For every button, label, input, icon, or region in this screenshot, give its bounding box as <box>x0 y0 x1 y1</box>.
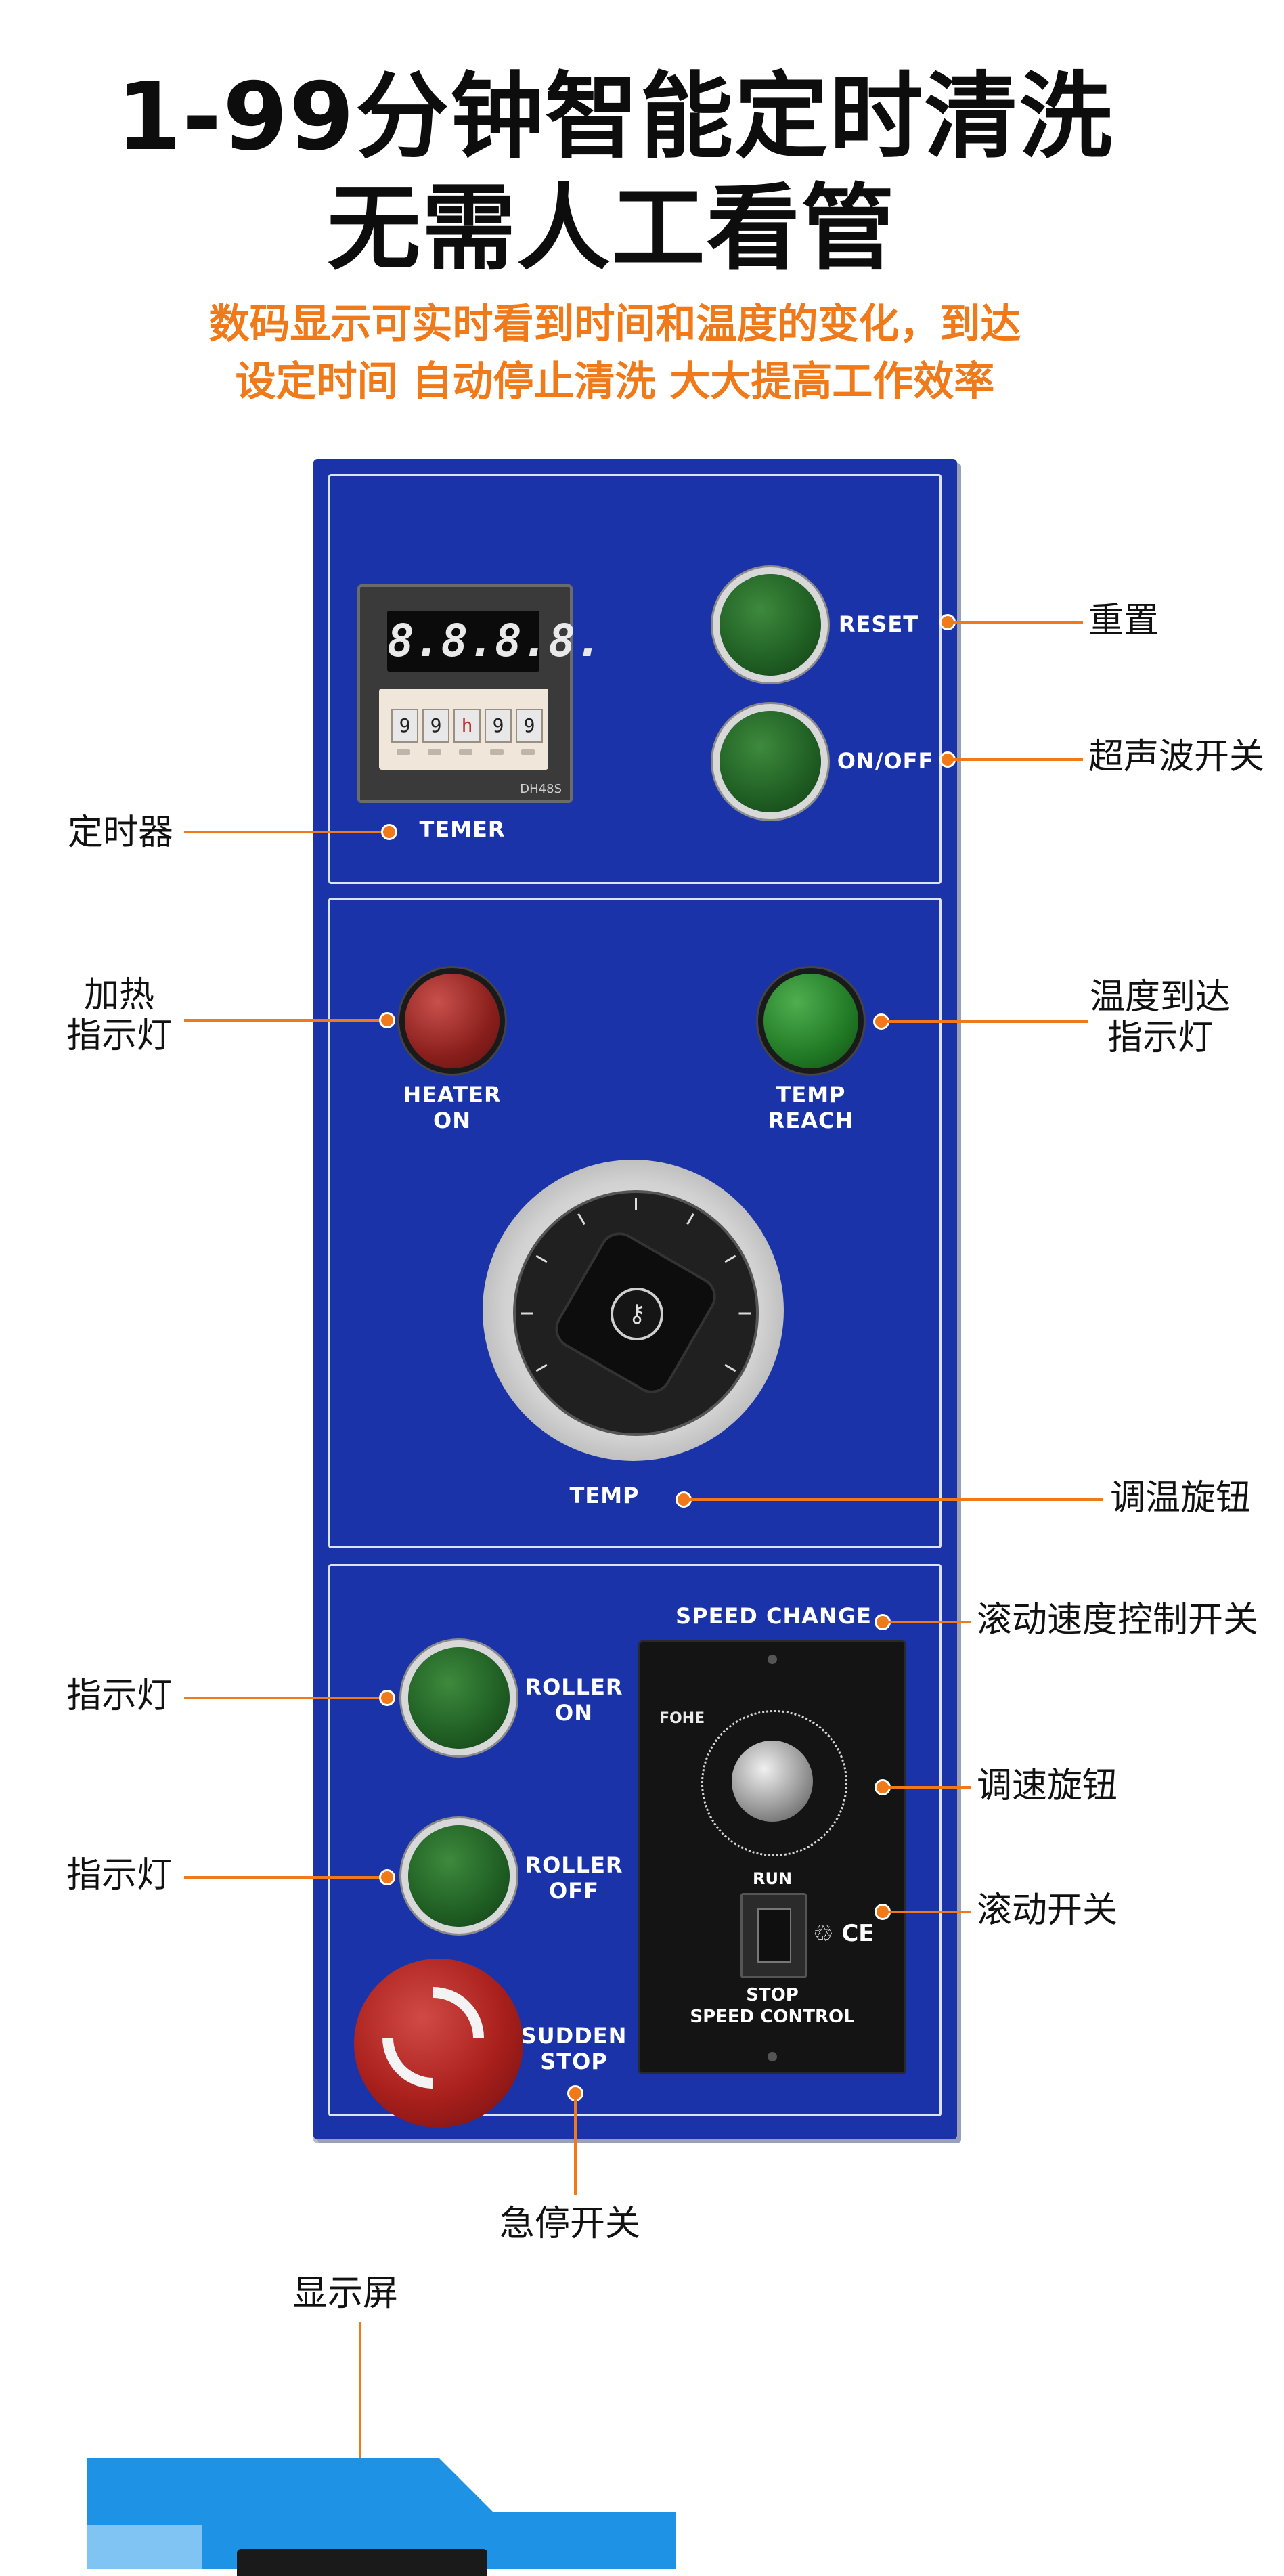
subtitle-line-1: 数码显示可实时看到时间和温度的变化，到达 <box>208 301 1021 348</box>
callout-line <box>184 1019 387 1022</box>
panel-section-temperature <box>328 898 942 1548</box>
callout-line <box>684 1498 1103 1501</box>
callout-speed-knob: 调速旋钮 <box>977 1766 1118 1806</box>
reset-label: RESET <box>838 611 919 637</box>
callout-dot <box>379 1690 395 1706</box>
digital-timer: 8.8.8.8. 9 9 h 9 9 DH48S <box>357 584 602 803</box>
callout-heating-light: 加热 指示灯 <box>66 975 173 1056</box>
heater-indicator-lamp <box>405 974 500 1068</box>
heater-on-label: HEATER ON <box>403 1082 502 1133</box>
callout-temp-knob: 调温旋钮 <box>1110 1478 1252 1519</box>
headline-line-2: 无需人工看管 <box>327 174 896 283</box>
machine-display-screen <box>237 2549 487 2576</box>
sudden-stop-label: SUDDEN STOP <box>521 2023 627 2074</box>
rocker-switch[interactable] <box>757 1908 791 1963</box>
temp-label: TEMP <box>569 1483 640 1508</box>
callout-display: 显示屏 <box>292 2273 399 2314</box>
panel-section-roller <box>328 1564 942 2116</box>
thumbwheel-digit[interactable]: 9 <box>516 709 543 743</box>
callout-roller-speed-switch: 滚动速度控制开关 <box>977 1600 1259 1640</box>
stop-speed-control-label: STOP SPEED CONTROL <box>690 1985 855 2027</box>
callout-line <box>184 831 391 833</box>
panel-section-timer <box>328 474 942 884</box>
temperature-knob[interactable]: ⚷ <box>483 1160 784 1461</box>
timer-display: 8.8.8.8. <box>387 611 602 672</box>
temp-reach-label: TEMP REACH <box>768 1082 854 1133</box>
control-panel: 8.8.8.8. 9 9 h 9 9 DH48S TEMER RESET ON/… <box>313 459 957 2139</box>
speed-dial-scale <box>701 1710 847 1856</box>
speed-controller: FOHE RUN ♲ CE STOP SPEED CONTROL <box>638 1640 906 2074</box>
callout-temp-reach-light: 温度到达 指示灯 <box>1090 977 1231 1058</box>
timer-thumbwheels: 9 9 h 9 9 <box>379 689 548 770</box>
callout-line <box>184 1697 387 1699</box>
key-icon: ⚷ <box>611 1288 663 1340</box>
callout-line <box>881 1020 1088 1023</box>
callout-estop: 急停开关 <box>500 2204 641 2244</box>
emergency-stop-button[interactable] <box>354 1959 523 2128</box>
ce-mark: ♲ CE <box>813 1920 875 1947</box>
callout-line <box>948 621 1083 624</box>
callout-line <box>574 2093 577 2195</box>
speed-controller-brand: FOHE <box>659 1710 705 1727</box>
callout-line <box>359 2322 361 2569</box>
ultrasonic-onoff-button[interactable] <box>720 711 821 812</box>
thumbwheel-digit[interactable]: 9 <box>485 709 512 743</box>
callout-timer: 定时器 <box>68 812 174 853</box>
callout-reset: 重置 <box>1088 601 1159 641</box>
reset-button[interactable] <box>720 574 821 676</box>
thumbwheel-digit[interactable]: h <box>453 709 481 743</box>
roller-on-indicator <box>408 1647 510 1749</box>
temperature-dial-face: ⚷ <box>513 1190 759 1436</box>
callout-ultrasonic: 超声波开关 <box>1088 737 1265 777</box>
roller-on-label: ROLLER ON <box>525 1674 623 1726</box>
thumbwheel-digit[interactable]: 9 <box>422 709 449 743</box>
callout-indicator-2: 指示灯 <box>66 1855 173 1896</box>
callout-indicator-1: 指示灯 <box>66 1676 173 1716</box>
subtitle-line-2: 设定时间 自动停止清洗 大大提高工作效率 <box>235 358 995 406</box>
roller-switch[interactable] <box>740 1893 807 1978</box>
callout-dot <box>379 1869 395 1885</box>
rotate-arrows-icon <box>361 1965 506 2110</box>
temp-reach-indicator-lamp <box>763 974 858 1068</box>
run-label: RUN <box>752 1869 793 1888</box>
headline-line-1: 1-99分钟智能定时清洗 <box>116 62 1114 171</box>
callout-dot <box>381 824 397 840</box>
onoff-label: ON/OFF <box>837 748 934 774</box>
callout-line <box>883 1621 971 1623</box>
callout-line <box>184 1876 387 1879</box>
callout-line <box>883 1911 971 1913</box>
roller-off-indicator <box>408 1825 510 1927</box>
machine-tank <box>87 2525 202 2569</box>
thumbwheel-digit[interactable]: 9 <box>391 709 418 743</box>
callout-dot <box>379 1012 395 1028</box>
callout-line <box>883 1786 971 1789</box>
speed-change-label: SPEED CHANGE <box>676 1603 872 1629</box>
timer-label: TEMER <box>419 816 506 842</box>
timer-brand: DH48S <box>520 782 562 796</box>
speed-knob[interactable] <box>732 1741 813 1822</box>
callout-roller-switch: 滚动开关 <box>977 1890 1118 1931</box>
callout-line <box>948 758 1083 761</box>
roller-off-label: ROLLER OFF <box>525 1852 623 1904</box>
